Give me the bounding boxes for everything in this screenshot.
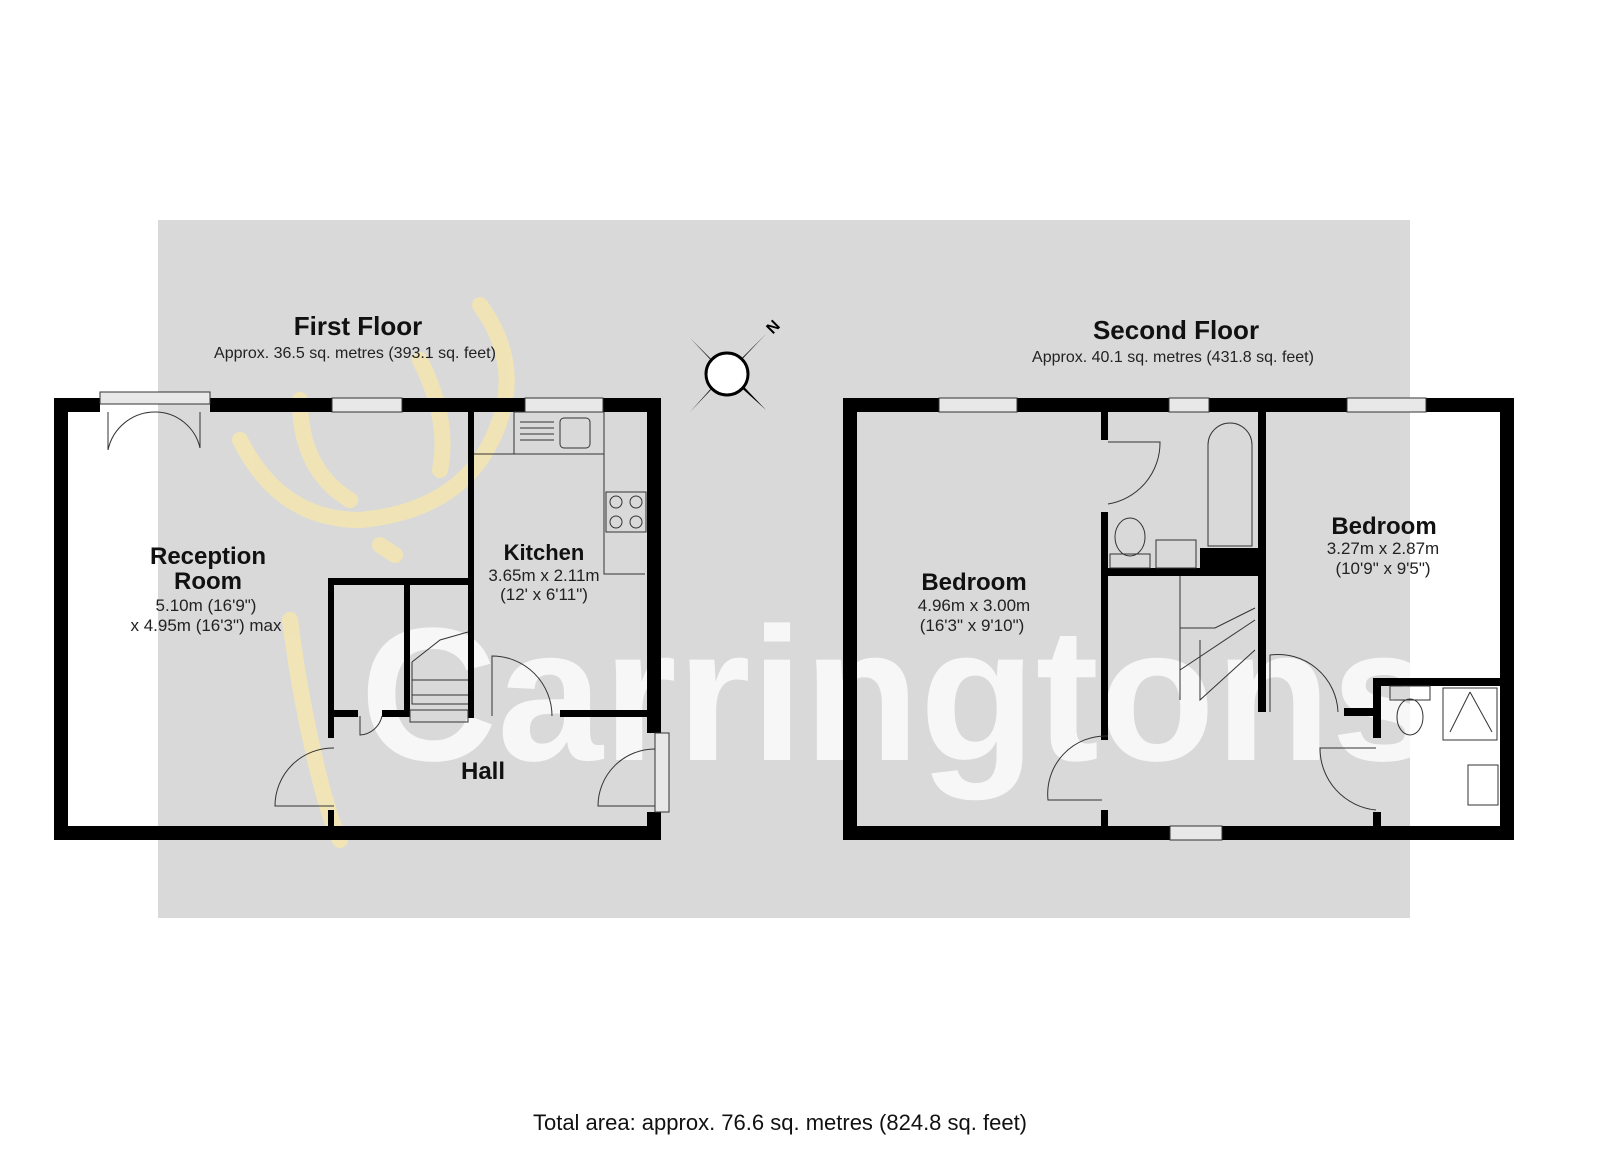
kitchen-dim-1: 3.65m x 2.11m — [488, 566, 599, 585]
bedroom-1-dim-1: 4.96m x 3.00m — [918, 596, 1030, 615]
first-floor-title: First Floor — [294, 311, 423, 341]
bedroom-1-dim-2: (16'3" x 9'10") — [920, 616, 1025, 635]
reception-room-dim-1: 5.10m (16'9") — [156, 596, 257, 615]
reception-room-label: Reception — [150, 543, 266, 570]
total-area: Total area: approx. 76.6 sq. metres (824… — [533, 1110, 1027, 1135]
second-floor-area: Approx. 40.1 sq. metres (431.8 sq. feet) — [1032, 349, 1314, 366]
brand-watermark: Carringtons — [360, 589, 1437, 801]
kitchen-label: Kitchen — [504, 540, 585, 565]
kitchen-dim-2: (12' x 6'11") — [500, 585, 588, 604]
hall-label: Hall — [461, 758, 505, 785]
second-floor-walls — [843, 398, 1514, 840]
bedroom-1-label: Bedroom — [921, 569, 1026, 596]
stag-logo-watermark — [232, 297, 515, 848]
first-floor-fixtures — [99, 391, 670, 813]
first-floor-walls — [54, 398, 661, 840]
first-floor-area: Approx. 36.5 sq. metres (393.1 sq. feet) — [214, 345, 496, 362]
bedroom-2-dim-2: (10'9" x 9'5") — [1335, 559, 1430, 578]
bedroom-2-dim-1: 3.27m x 2.87m — [1327, 539, 1439, 558]
second-floor-fixtures — [938, 397, 1499, 841]
reception-room-label-2: Room — [174, 568, 242, 595]
bedroom-2-label: Bedroom — [1331, 513, 1436, 540]
reception-room-dim-2: x 4.95m (16'3") max — [131, 616, 282, 635]
second-floor-title: Second Floor — [1093, 315, 1259, 345]
